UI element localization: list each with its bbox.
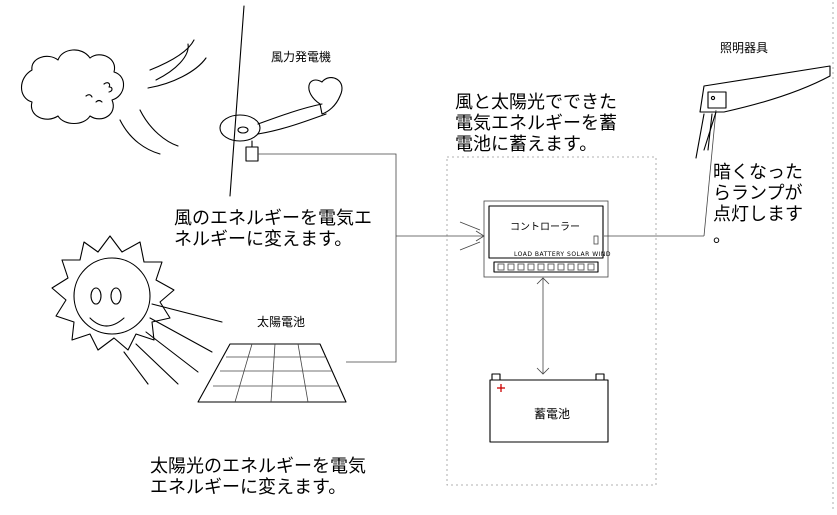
battery-icon: [489, 373, 609, 443]
lighting-label: 照明器具: [720, 41, 769, 55]
controller-icon: [483, 200, 609, 278]
controller-ports-label: LOAD BATTERY SOLAR WIND: [514, 251, 612, 258]
solar-note: 太陽光のエネルギーを電気 エネルギーに変えます。: [150, 456, 366, 499]
wind-turbine-label: 風力発電機: [271, 50, 332, 64]
sun-icon: [51, 235, 223, 385]
solar-panel-label: 太陽電池: [257, 315, 306, 329]
battery-label: 蓄電池: [534, 407, 571, 421]
wind-face-icon: [20, 39, 207, 155]
controller-label: コントローラー: [510, 222, 580, 233]
wiring: [258, 109, 717, 375]
solar-panel-icon: [197, 343, 347, 403]
wind-turbine-icon: [219, 5, 343, 197]
street-lamp-icon: [695, 65, 831, 159]
center-note: 風と太陽光でできた 電気エネルギーを蓄 電池に蓄えます。: [455, 92, 617, 156]
system-enclosure: [446, 156, 657, 486]
wind-note: 風のエネルギーを電気エ ネルギーに変えます。: [174, 208, 372, 251]
lamp-note: 暗くなった らランプが 点灯します 。: [713, 162, 803, 247]
